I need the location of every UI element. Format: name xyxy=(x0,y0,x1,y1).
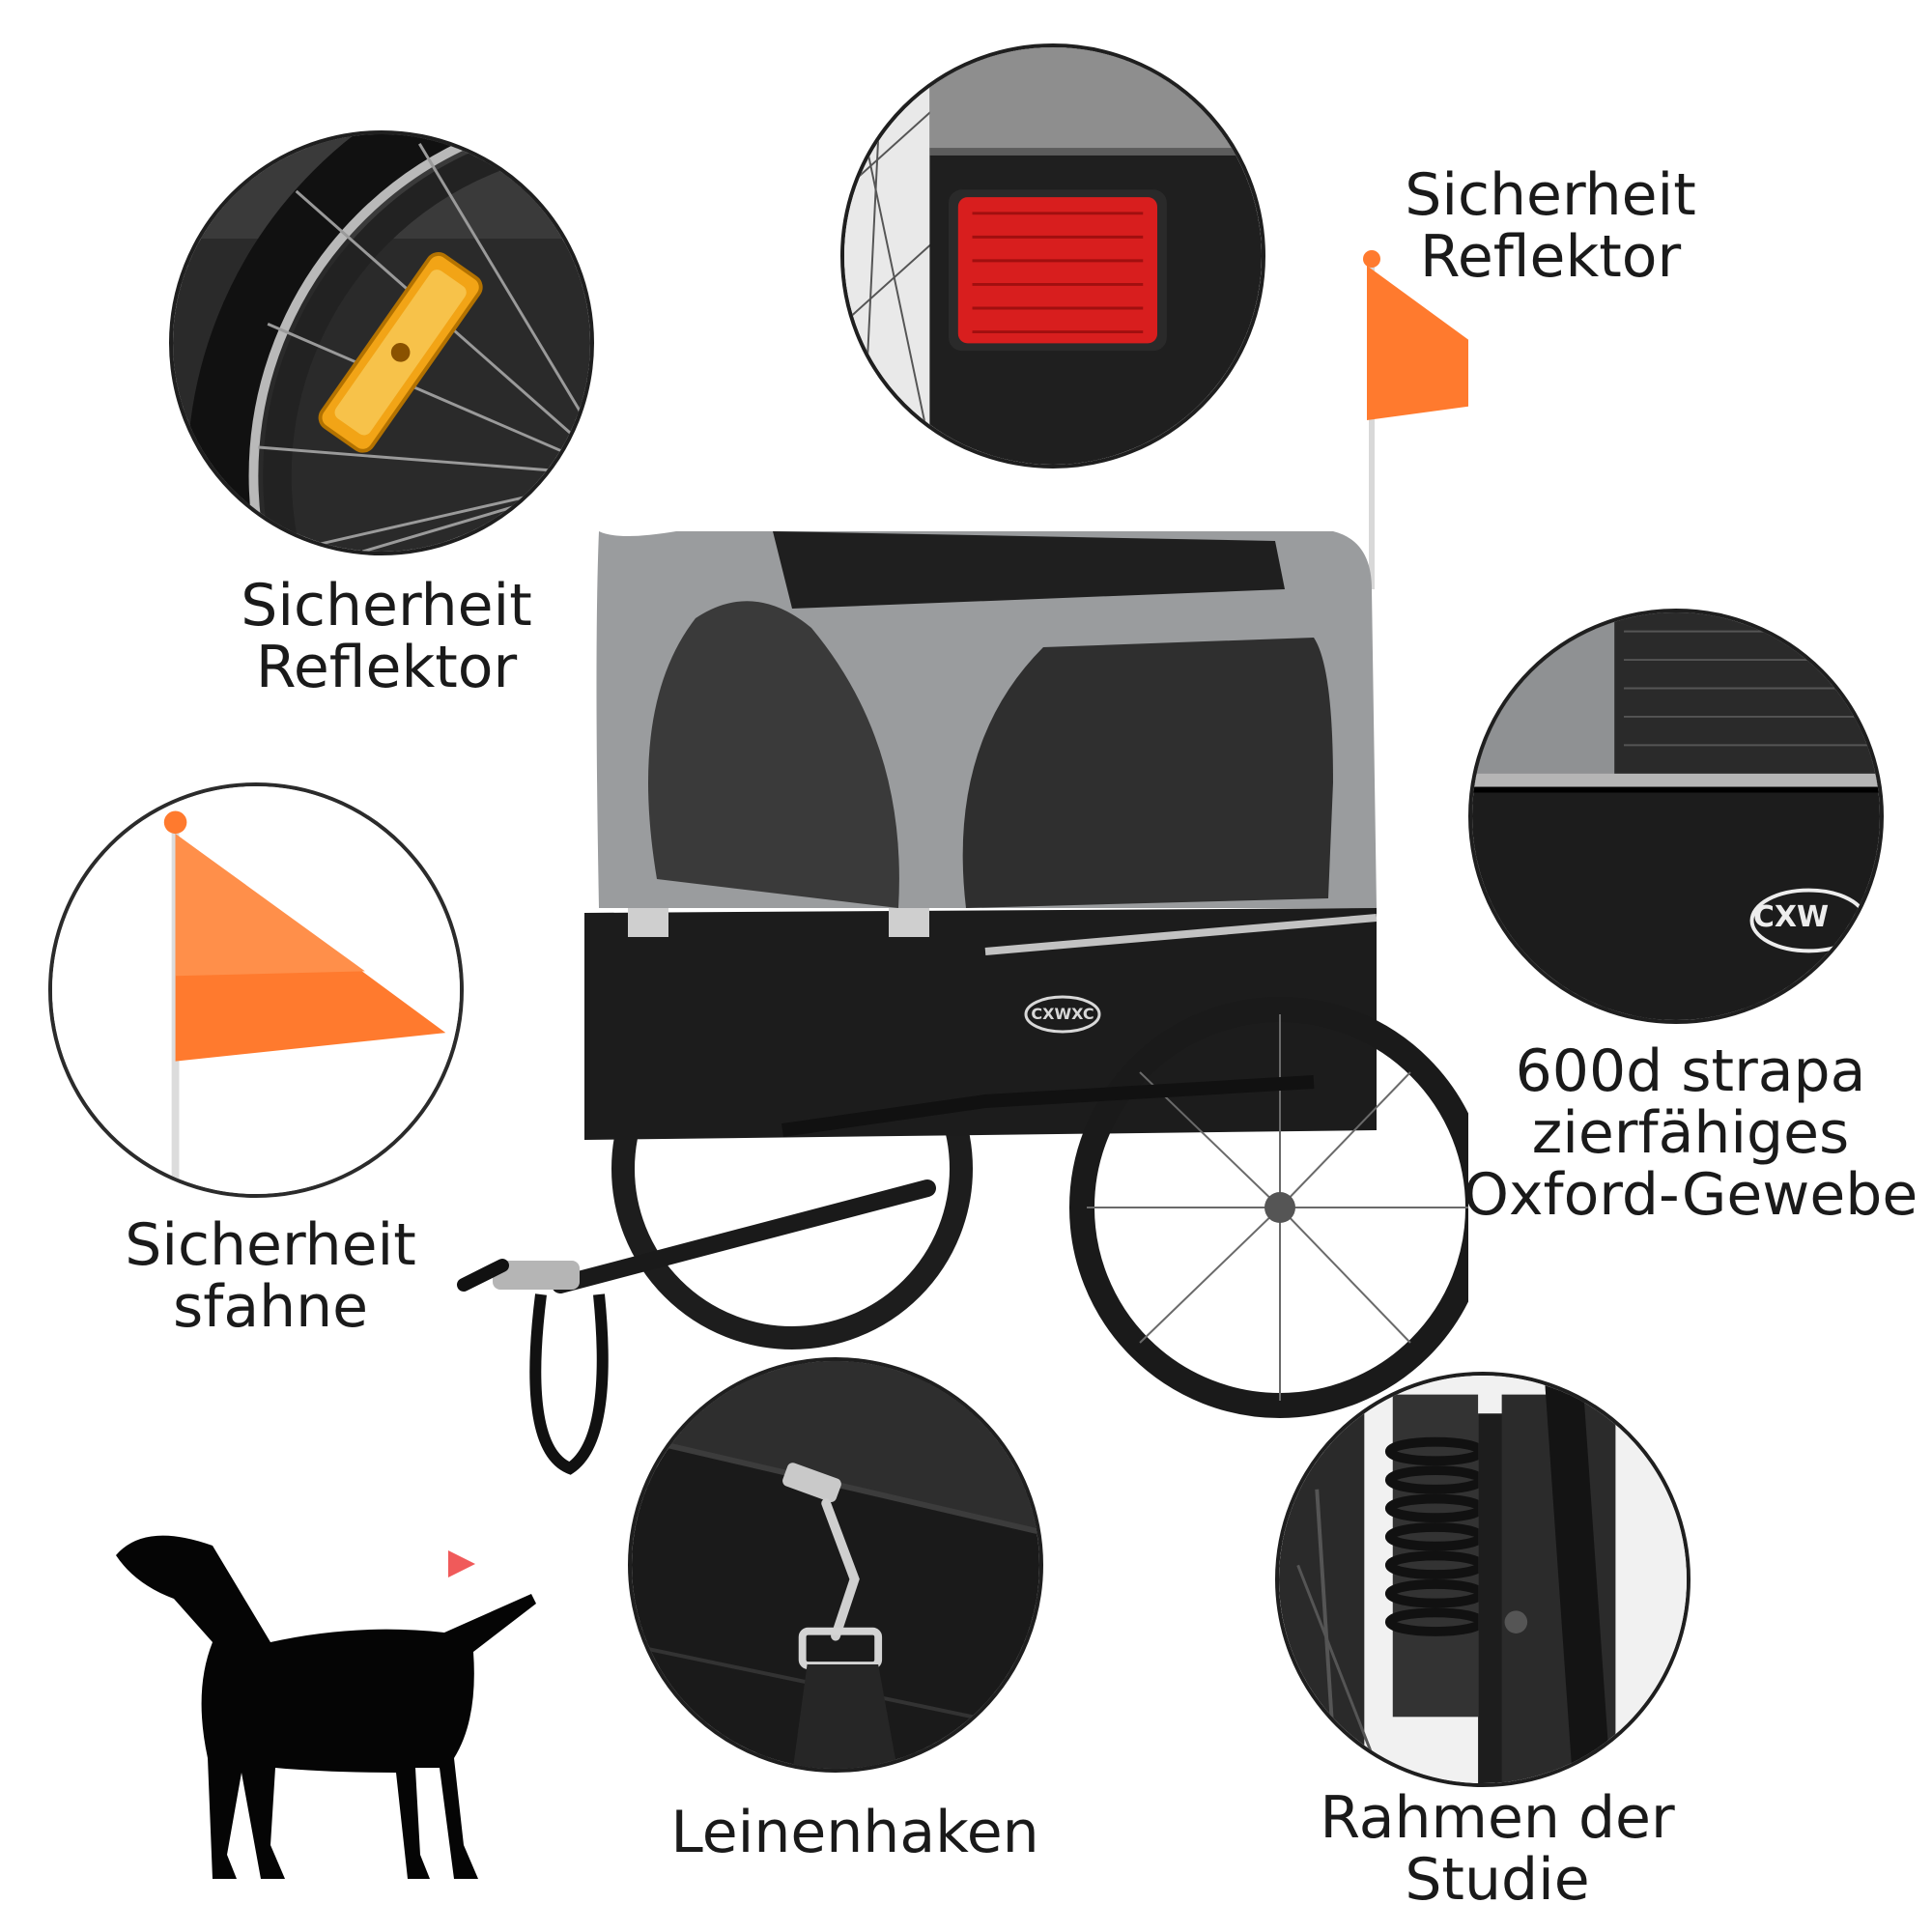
frame-detail-circle xyxy=(1275,1372,1690,1787)
caption-line: Rahmen der xyxy=(1320,1784,1675,1852)
caption-line: Sicherheit xyxy=(1405,161,1696,229)
leash-hook-icon xyxy=(632,1361,1039,1769)
caption-line: zierfähiges xyxy=(1531,1099,1850,1167)
fabric-icon xyxy=(1472,612,1880,1020)
dog-bike-trailer-product: CXWXC xyxy=(444,242,1468,1497)
caption-line: Studie xyxy=(1405,1846,1590,1914)
safety-flag-detail-circle xyxy=(48,782,464,1198)
caption-line: Reflektor xyxy=(1419,223,1682,291)
caption-line: sfahne xyxy=(172,1273,369,1341)
trailer-illustration xyxy=(457,250,1468,1475)
dog-silhouette xyxy=(106,1526,541,1893)
caption-line: 600d strapa xyxy=(1515,1037,1866,1105)
rear-reflector-detail-circle xyxy=(840,43,1265,469)
caption-line: Sicherheit xyxy=(125,1211,416,1279)
caption-line: Sicherheit xyxy=(241,572,532,639)
leash-hook-caption: Leinenhaken xyxy=(628,1802,1082,1863)
rear-reflector-icon xyxy=(844,47,1262,465)
pointer-arrow-icon xyxy=(446,1548,477,1579)
oxford-fabric-detail-circle: CXW xyxy=(1468,609,1884,1024)
rear-reflector-caption: Sicherheit Reflektor xyxy=(1357,164,1744,288)
safety-flag-caption: Sicherheit sfahne xyxy=(77,1214,464,1338)
oxford-fabric-caption: 600d strapa zierfähiges Oxford-Gewebe xyxy=(1454,1040,1927,1226)
caption-line: Leinenhaken xyxy=(670,1799,1039,1866)
frame-caption: Rahmen der Studie xyxy=(1265,1787,1729,1911)
fabric-logo-badge: CXW xyxy=(1752,900,1830,934)
wheel-reflector-caption: Sicherheit Reflektor xyxy=(193,575,580,698)
leash-hook-detail-circle xyxy=(628,1357,1043,1773)
dog-icon xyxy=(116,1535,536,1879)
suspension-spring-icon xyxy=(1279,1376,1687,1783)
caption-line: Oxford-Gewebe xyxy=(1463,1161,1918,1229)
safety-flag-icon xyxy=(52,786,460,1194)
trailer-logo-badge: CXWXC xyxy=(1031,1005,1094,1023)
caption-line: Reflektor xyxy=(255,634,518,701)
